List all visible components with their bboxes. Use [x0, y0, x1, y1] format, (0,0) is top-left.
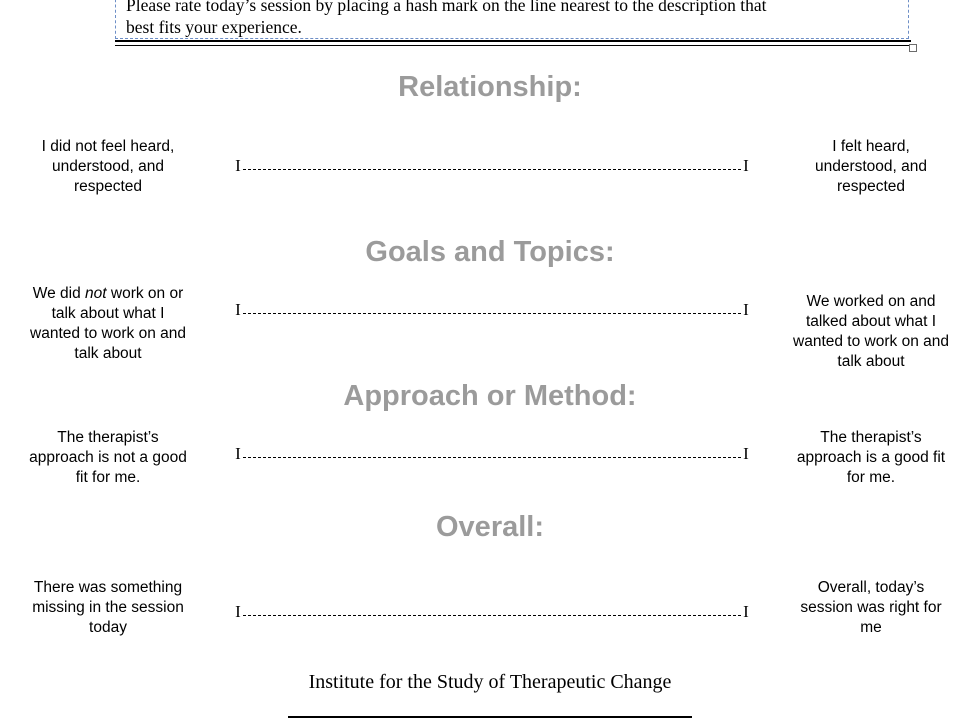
- scale-dashed-line: [243, 169, 741, 170]
- goals-left-label-end: work on or talk about what I wanted to w…: [30, 285, 186, 362]
- double-rule-divider: [115, 40, 911, 46]
- scale-left-end: I: [235, 602, 241, 621]
- scale-dashed-line: [243, 457, 741, 458]
- heading-overall: Overall:: [436, 511, 544, 543]
- goals-left-label-emphasis: not: [85, 285, 107, 302]
- scale-dashed-line: [243, 615, 741, 616]
- overall-left-label: There was something missing in the sessi…: [32, 579, 184, 636]
- scale-left-end: I: [235, 300, 241, 319]
- textbox-resize-handle[interactable]: [909, 44, 917, 52]
- heading-goals-and-topics: Goals and Topics:: [365, 236, 615, 268]
- heading-approach-or-method: Approach or Method:: [343, 380, 637, 412]
- heading-relationship: Relationship:: [398, 71, 582, 103]
- instructions-text: Please rate today’s session by placing a…: [126, 0, 902, 38]
- scale-right-end: I: [743, 444, 749, 463]
- scale-left-end: I: [235, 156, 241, 175]
- overall-right-label: Overall, today’s session was right for m…: [800, 579, 942, 636]
- goals-rating-line[interactable]: I I: [235, 301, 749, 319]
- relationship-right-label: I felt heard, understood, and respected: [814, 138, 928, 195]
- scale-left-end: I: [235, 444, 241, 463]
- instructions-textbox[interactable]: Please rate today’s session by placing a…: [115, 0, 909, 39]
- scale-right-end: I: [743, 602, 749, 621]
- relationship-left-label: I did not feel heard, understood, and re…: [41, 138, 175, 195]
- scale-right-end: I: [743, 300, 749, 319]
- scale-dashed-line: [243, 313, 741, 314]
- institute-footer: Institute for the Study of Therapeutic C…: [308, 671, 672, 693]
- footer-signature-line: [288, 716, 692, 718]
- scale-right-end: I: [743, 156, 749, 175]
- instructions-line-2: best fits your experience.: [126, 17, 302, 37]
- approach-right-label: The therapist’s approach is a good fit f…: [796, 429, 946, 486]
- overall-rating-line[interactable]: I I: [235, 603, 749, 621]
- goals-left-label: We did not work on or talk about what I …: [10, 284, 206, 364]
- relationship-rating-line[interactable]: I I: [235, 157, 749, 175]
- approach-left-label: The therapist’s approach is not a good f…: [29, 429, 187, 486]
- goals-left-label-start: We did: [32, 285, 86, 302]
- instructions-line-1: Please rate today’s session by placing a…: [126, 0, 767, 15]
- goals-right-label: We worked on and talked about what I wan…: [793, 293, 949, 370]
- approach-rating-line[interactable]: I I: [235, 445, 749, 463]
